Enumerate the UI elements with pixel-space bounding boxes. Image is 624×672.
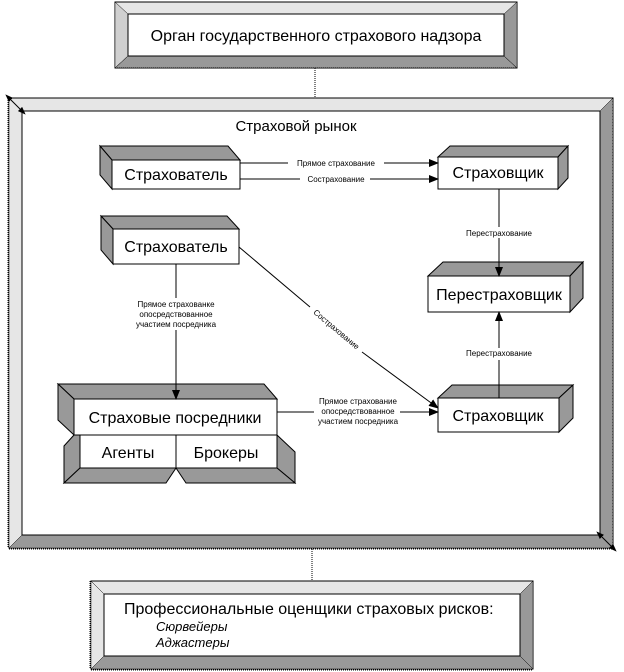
node-brokers-label: Брокеры	[194, 445, 259, 462]
node-agents-label: Агенты	[102, 445, 155, 462]
resize-handle-top-left-icon[interactable]	[5, 94, 26, 115]
node-insurer-bottom-label: Страховщик	[453, 408, 545, 425]
node-insured-top-label: Страхователь	[124, 167, 227, 184]
node-reinsurer	[426, 260, 585, 314]
node-insurer-top	[436, 144, 570, 191]
market-title: Страховой рынок	[235, 118, 356, 135]
edge-coinsurance-diag-line	[238, 246, 311, 308]
supervisor-box	[114, 1, 518, 69]
assessors-title: Профессиональные оценщики страховых риск…	[124, 601, 494, 618]
supervisor-label: Орган государственного страхового надзор…	[151, 28, 482, 45]
edge-direct-label: Прямое страхование	[297, 159, 375, 168]
resize-handle-bottom-right-icon[interactable]	[596, 531, 617, 552]
assessors-box	[89, 580, 534, 671]
edge-mediated-horizontal-label-3: участием посредника	[318, 417, 399, 426]
edge-mediated-horizontal-label-2: опосредствованное	[321, 407, 395, 416]
assessors-item-adjusters: Аджастеры	[155, 635, 230, 650]
edge-mediated-vertical-label-1: Прямое страхованке	[137, 300, 215, 309]
edge-reinsurance-bottom-label: Перестрахование	[466, 349, 533, 358]
node-insured-top	[98, 144, 242, 191]
edge-coinsurance-diag-arrow	[361, 351, 439, 409]
node-reinsurer-label: Перестраховщик	[436, 287, 563, 304]
edge-reinsurance-top-label: Перестрахование	[466, 229, 533, 238]
node-insured-mid	[99, 214, 241, 266]
assessors-item-surveyors: Сюрвейеры	[156, 619, 228, 634]
node-intermediaries	[56, 382, 297, 485]
edge-coinsurance-label: Сострахование	[307, 175, 365, 184]
node-insured-mid-label: Страхователь	[124, 239, 227, 256]
node-insurer-top-label: Страховщик	[453, 165, 545, 182]
edge-mediated-horizontal-label-1: Прямое страхование	[319, 397, 397, 406]
node-intermediaries-label: Страховые посредники	[89, 410, 262, 427]
edge-mediated-vertical-label-2: опосредствованное	[139, 310, 213, 319]
edge-mediated-vertical-label-3: участием посредника	[136, 320, 217, 329]
